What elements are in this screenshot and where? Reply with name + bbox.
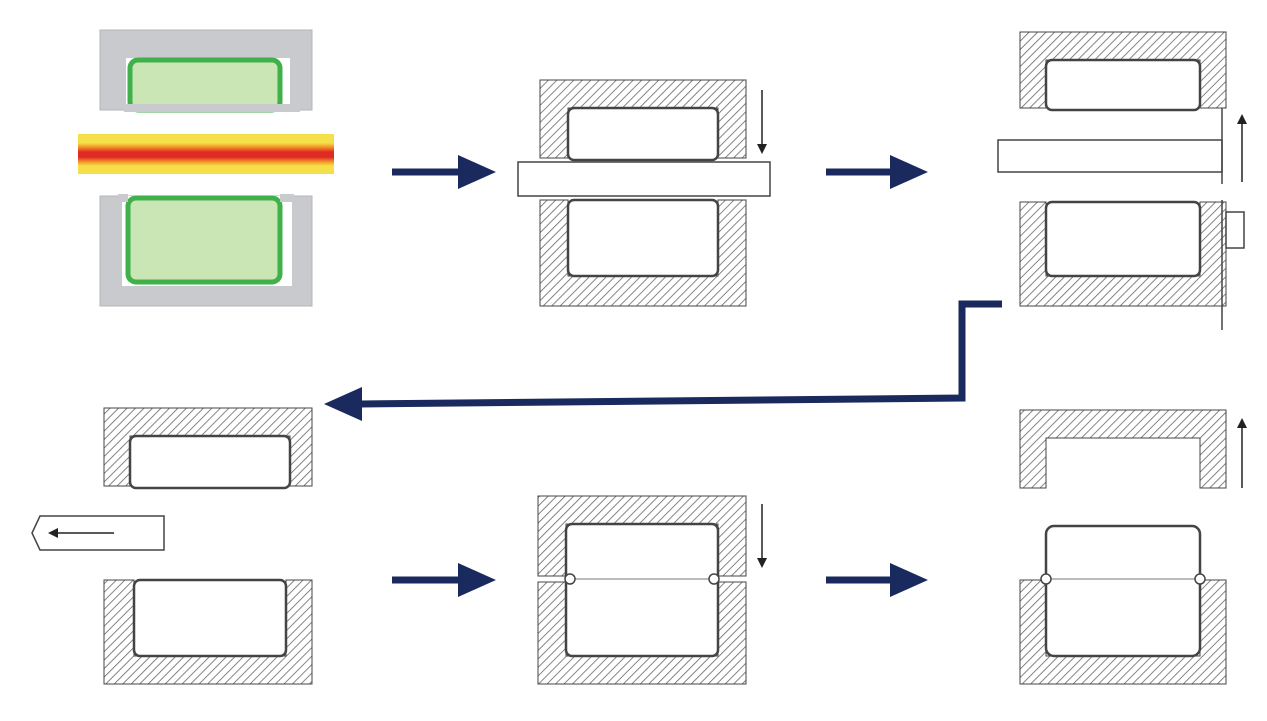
flow-arrow-3 xyxy=(392,563,496,597)
plastic-sheet xyxy=(517,161,771,197)
step-release-part xyxy=(1019,409,1247,685)
flow-arrow-return xyxy=(324,300,1002,421)
flow-arrow-1 xyxy=(392,155,496,189)
heater-plate xyxy=(997,139,1223,173)
top-mold-hatched xyxy=(539,79,747,162)
hot-plastic-sheet xyxy=(78,134,334,174)
step-withdraw-plate xyxy=(31,407,313,685)
step-heat-sheet xyxy=(78,29,334,307)
step-fuse-halves xyxy=(537,495,767,685)
bottom-mold-hatched xyxy=(1019,200,1245,330)
step-clamp-sheet xyxy=(517,79,771,307)
bottom-mold-gray xyxy=(99,194,313,307)
released-part xyxy=(1044,524,1202,658)
top-mold-hatched xyxy=(1019,409,1227,489)
flow-arrow-2 xyxy=(826,155,928,189)
top-mold-hatched xyxy=(537,495,747,577)
top-mold-hatched xyxy=(103,407,313,490)
top-mold-hatched xyxy=(1019,31,1227,112)
bottom-mold-hatched xyxy=(103,578,313,685)
formed-part xyxy=(564,522,720,658)
withdrawn-plate xyxy=(31,515,165,551)
top-mold-gray xyxy=(99,29,313,113)
flow-arrow-4 xyxy=(826,563,928,597)
bottom-mold-hatched xyxy=(539,198,747,307)
step-retract-top xyxy=(997,31,1247,330)
